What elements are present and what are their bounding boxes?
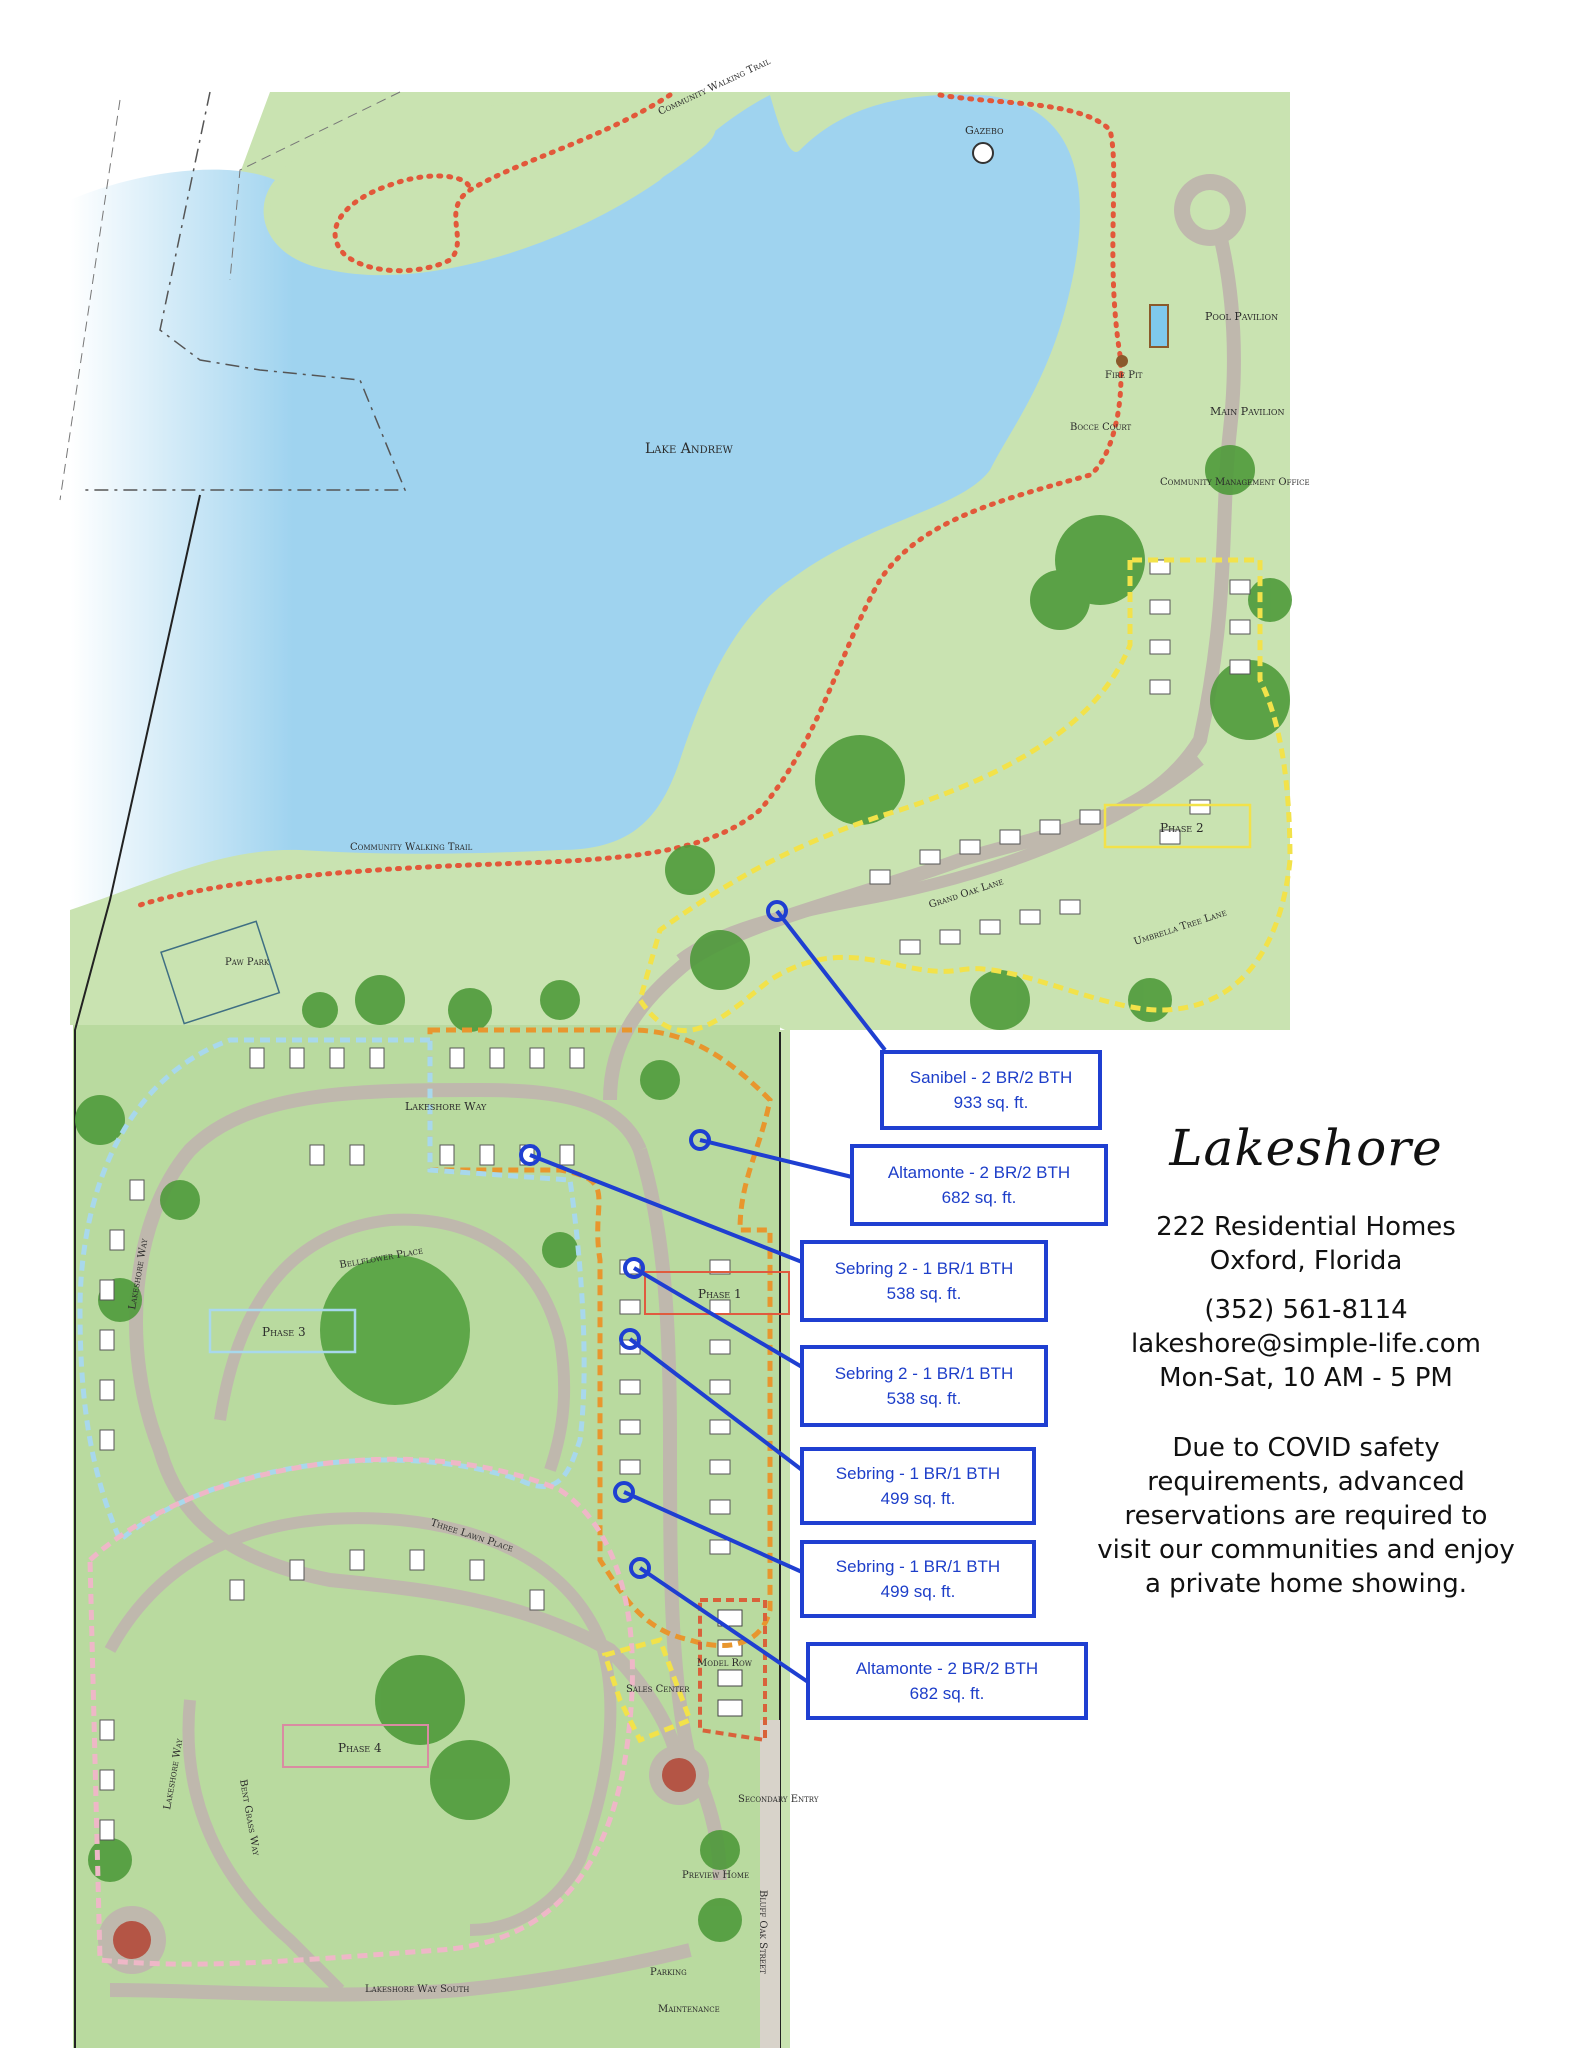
- roundabout-north-center: [1190, 190, 1230, 230]
- callout-sebring-2: Sebring - 1 BR/1 BTH 499 sq. ft.: [800, 1540, 1036, 1618]
- model-row-boundary: [698, 1598, 767, 1743]
- label-phase-4: Phase 4: [338, 1741, 382, 1755]
- property-line-outer: [59, 91, 401, 501]
- model-row-lots: [717, 1609, 743, 1717]
- lake-andrew: [70, 94, 1080, 910]
- info-notice-block: Due to COVID safety requirements, advanc…: [1086, 1431, 1526, 1601]
- label-model-row: Model Row: [697, 1658, 753, 1669]
- label-community-management-office: Community Management Office: [1160, 477, 1310, 488]
- callout-leaders: [529, 909, 887, 1684]
- road-lakeshore-way: [129, 1082, 687, 1781]
- home-markers: [519, 900, 788, 1579]
- roundabout-entry-center: [662, 1758, 696, 1792]
- phase2-label-box: [1103, 803, 1252, 849]
- info-panel: Lakeshore: [1086, 1118, 1526, 1178]
- label-lakeshore-way-south: Lakeshore Way South: [365, 1984, 469, 1995]
- property-line-west: [80, 91, 407, 491]
- label-bocce-court: Bocce Court: [1070, 422, 1132, 433]
- callout-title: Altamonte - 2 BR/2 BTH: [855, 1659, 1039, 1678]
- info-hours: Mon-Sat, 10 AM - 5 PM: [1159, 1363, 1453, 1393]
- grass-east-strip: [780, 1030, 790, 2048]
- label-preview-home: Preview Home: [682, 1870, 749, 1881]
- label-phase-2: Phase 2: [1160, 821, 1204, 835]
- road-bellflower: [214, 1213, 571, 1472]
- fire-pit-icon: [1116, 355, 1128, 367]
- label-community-walking-trail-south: Community Walking Trail: [350, 842, 473, 853]
- label-phase-1: Phase 1: [698, 1287, 742, 1301]
- callout-sebring2-2: Sebring 2 - 1 BR/1 BTH 538 sq. ft.: [800, 1345, 1048, 1427]
- callout-title: Altamonte - 2 BR/2 BTH: [887, 1163, 1071, 1182]
- gazebo-icon: [972, 142, 994, 164]
- tree-clusters: [75, 445, 1292, 1942]
- house-lots: [99, 559, 1251, 1841]
- peninsula: [270, 97, 716, 272]
- info-notice-line: requirements, advanced: [1147, 1467, 1465, 1497]
- walking-trail-east: [137, 92, 1124, 908]
- callout-title: Sebring - 1 BR/1 BTH: [835, 1464, 1001, 1483]
- callout-sebring2-1: Sebring 2 - 1 BR/1 BTH 538 sq. ft.: [800, 1240, 1048, 1322]
- phase2-boundary: [637, 557, 1293, 1034]
- pool-icon: [1149, 304, 1169, 348]
- phase1-label-box: [644, 1271, 790, 1315]
- callout-size: 933 sq. ft.: [953, 1093, 1029, 1112]
- callout-sebring-1: Sebring - 1 BR/1 BTH 499 sq. ft.: [800, 1447, 1036, 1525]
- callout-title: Sebring 2 - 1 BR/1 BTH: [834, 1259, 1014, 1278]
- label-phase-3: Phase 3: [262, 1325, 306, 1339]
- callout-size: 499 sq. ft.: [880, 1582, 956, 1601]
- info-notice-line: visit our communities and enjoy: [1097, 1535, 1515, 1565]
- info-notice-line: reservations are required to: [1124, 1501, 1488, 1531]
- callout-altamonte-1: Altamonte - 2 BR/2 BTH 682 sq. ft.: [850, 1144, 1108, 1226]
- info-notice-line: Due to COVID safety: [1172, 1433, 1440, 1463]
- central-green: [320, 1255, 470, 1405]
- sales-center-boundary: [601, 1636, 694, 1744]
- label-fire-pit: Fire Pit: [1105, 370, 1143, 381]
- info-homes: 222 Residential Homes: [1156, 1212, 1456, 1242]
- callout-title: Sanibel - 2 BR/2 BTH: [909, 1068, 1073, 1087]
- callout-size: 682 sq. ft.: [941, 1188, 1017, 1207]
- callout-size: 682 sq. ft.: [909, 1684, 985, 1703]
- phase4-label-box: [282, 1724, 429, 1768]
- brand-name: Lakeshore: [1169, 1119, 1443, 1177]
- label-main-pavilion: Main Pavilion: [1210, 405, 1284, 418]
- callout-title: Sebring 2 - 1 BR/1 BTH: [834, 1364, 1014, 1383]
- road-grand-oak: [676, 755, 1204, 965]
- callout-altamonte-2: Altamonte - 2 BR/2 BTH 682 sq. ft.: [806, 1642, 1088, 1720]
- phase1-boundary: [427, 1027, 773, 1648]
- label-sales-center: Sales Center: [626, 1684, 690, 1695]
- paw-park: [160, 920, 281, 1025]
- walking-trail-north: [332, 92, 673, 274]
- road-bent-grass: [182, 1699, 345, 1995]
- callout-title: Sebring - 1 BR/1 BTH: [835, 1557, 1001, 1576]
- callout-size: 499 sq. ft.: [880, 1489, 956, 1508]
- info-contact-block: (352) 561-8114 lakeshore@simple-life.com…: [1086, 1293, 1526, 1395]
- label-lakeshore-way: Lakeshore Way: [405, 1100, 487, 1113]
- info-phone: (352) 561-8114: [1204, 1295, 1408, 1325]
- label-maintenance: Maintenance: [658, 2004, 720, 2015]
- label-gazebo: Gazebo: [965, 124, 1004, 137]
- road-three-lawn: [104, 1512, 617, 1936]
- info-location: Oxford, Florida: [1209, 1246, 1403, 1276]
- label-paw-park: Paw Park: [225, 957, 270, 968]
- label-secondary-entry: Secondary Entry: [738, 1794, 819, 1805]
- info-homes-block: 222 Residential Homes Oxford, Florida: [1086, 1210, 1526, 1278]
- label-lake-andrew: Lake Andrew: [645, 441, 733, 457]
- road-sebring-way: [633, 1147, 727, 1881]
- phase3-boundary: [77, 1037, 587, 1545]
- phase4-boundary: [87, 1456, 635, 1967]
- info-email: lakeshore@simple-life.com: [1131, 1329, 1481, 1359]
- property-line-southwest: [74, 494, 201, 2048]
- label-bluff-oak-street: Bluff Oak Street: [757, 1890, 768, 1974]
- label-parking: Parking: [650, 1967, 687, 1978]
- info-notice-line: a private home showing.: [1144, 1569, 1468, 1599]
- roundabout-southwest-center: [113, 1921, 151, 1959]
- callout-size: 538 sq. ft.: [886, 1284, 962, 1303]
- label-pool-pavilion: Pool Pavilion: [1205, 310, 1278, 323]
- callout-size: 538 sq. ft.: [886, 1389, 962, 1408]
- phase3-label-box: [208, 1308, 357, 1354]
- road-lakeshore-south: [109, 1943, 692, 2002]
- callout-sanibel: Sanibel - 2 BR/2 BTH 933 sq. ft.: [880, 1050, 1102, 1130]
